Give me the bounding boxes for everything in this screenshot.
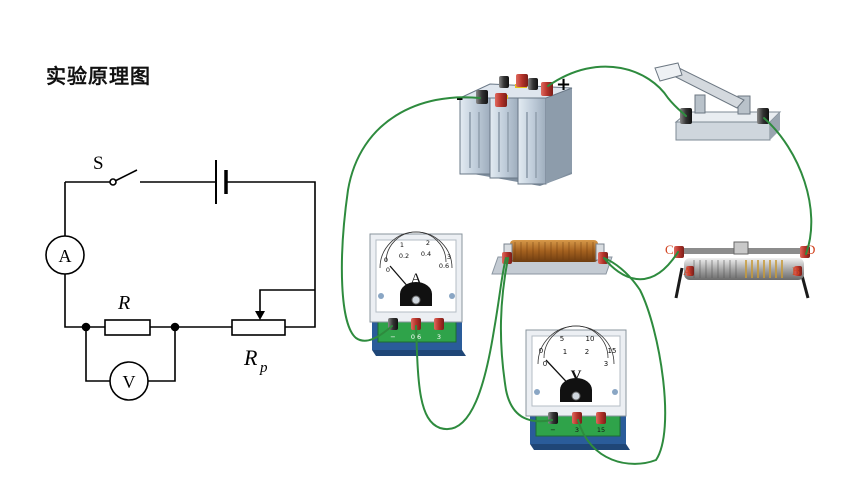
voltmeter-scale-label: 3 <box>604 360 608 368</box>
voltmeter-terminal-icon <box>572 412 582 424</box>
coil-resistor <box>491 240 613 275</box>
voltmeter-scale-label: 2 <box>585 348 589 356</box>
rheostat-slider-wire <box>259 289 315 318</box>
ammeter-scale-label: 1 <box>400 241 404 249</box>
rheostat-terminal-d-label: D <box>806 242 815 257</box>
ammeter-symbol-label: A <box>59 246 72 266</box>
wire-ammeter-to-resistor <box>415 257 507 431</box>
rheostat-slider-icon <box>733 241 749 255</box>
voltmeter-scale-label: 1 <box>563 348 567 356</box>
wire-battery-to-switch <box>547 65 687 117</box>
ammeter-unit-label: A <box>411 271 422 287</box>
battery-pack: - + <box>456 74 573 186</box>
voltmeter-terminal-label: − <box>550 426 555 434</box>
switch-pivot <box>109 178 117 186</box>
resistor-label: R <box>117 292 130 314</box>
voltmeter-unit-label: V <box>571 368 582 384</box>
voltmeter-terminal-icon <box>548 412 558 424</box>
switch-jaw-icon <box>694 94 706 114</box>
page-title: 实验原理图 <box>46 64 151 88</box>
battery-minus-label: - <box>456 88 463 109</box>
ammeter-scale-label: 0 <box>386 266 390 274</box>
schematic-wire <box>285 322 316 328</box>
ammeter-terminal-icon <box>411 318 421 330</box>
voltmeter-terminal-label: 3 <box>575 426 579 434</box>
battery-terminal-black-icon <box>476 76 538 104</box>
wire-resistor-to-rheostat <box>603 251 679 281</box>
ammeter-scale-label: 0 <box>384 256 388 264</box>
wire-switch-to-rheostat <box>763 117 813 255</box>
ammeter-scale-label: 0.4 <box>421 250 431 258</box>
schematic-wire <box>64 274 86 328</box>
knife-switch <box>654 62 782 141</box>
switch-label: S <box>93 153 104 174</box>
ammeter-scale-label: 0.6 <box>439 262 449 270</box>
rheostat-subscript: p <box>259 360 268 376</box>
switch-handle-icon <box>654 62 683 82</box>
voltmeter-scale-label: 10 <box>586 335 595 343</box>
switch-blade <box>114 169 138 182</box>
ammeter-scale-label: 0.2 <box>399 252 409 260</box>
circuit-schematic <box>45 160 316 401</box>
ammeter-scale-label: 3 <box>447 253 451 261</box>
voltmeter-terminal-label: 15 <box>597 426 605 434</box>
ammeter-scale-label: 2 <box>426 239 430 247</box>
rheostat-label: R <box>243 345 258 370</box>
ammeter: 0 1 2 3 0 0.2 0.4 0.6 A − 0.6 3 <box>369 231 466 356</box>
rheostat-terminal-icon <box>686 266 694 276</box>
schematic-wire <box>148 327 176 382</box>
wire-voltmeter-to-resistor <box>577 257 667 465</box>
ammeter-terminal-icon <box>434 318 444 330</box>
wire-resistor-to-voltmeter <box>499 257 553 423</box>
rheostat-symbol <box>231 319 286 336</box>
wire-battery-to-ammeter <box>340 96 481 342</box>
rheostat-terminal-b-label: B <box>792 264 800 278</box>
resistor-coil-icon <box>510 240 598 262</box>
schematic-wire <box>226 181 316 322</box>
rheostat: C D A B <box>665 241 815 299</box>
voltmeter-scale-label: 5 <box>560 335 564 343</box>
resistor-symbol <box>104 319 151 336</box>
rheostat-terminal-a-label: A <box>683 264 692 278</box>
rheostat-coil-icon <box>684 258 804 280</box>
voltmeter-terminal-icon <box>596 412 606 424</box>
rheostat-terminal-icon <box>794 266 802 276</box>
schematic-wire <box>85 327 110 382</box>
voltmeter: 0 5 10 15 0 1 2 3 V − 3 15 <box>525 325 630 450</box>
rheostat-slider-arrow <box>255 311 265 320</box>
ammeter-terminal-label: 3 <box>437 333 441 341</box>
voltmeter-scale-label: 0 <box>539 347 543 355</box>
ammeter-terminal-label: − <box>390 333 395 341</box>
schematic-labels: S A R R p V <box>59 153 269 392</box>
voltmeter-symbol-label: V <box>123 372 136 392</box>
voltmeter-scale-label: 15 <box>608 347 617 355</box>
voltmeter-scale-label: 0 <box>543 360 547 368</box>
battery-terminal-red-icon <box>495 74 553 107</box>
rheostat-terminal-c-label: C <box>665 242 674 257</box>
connecting-wires <box>340 65 813 465</box>
